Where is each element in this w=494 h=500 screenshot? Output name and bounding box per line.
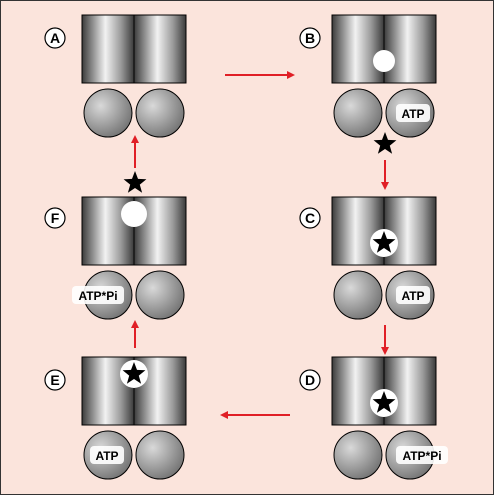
sphere-left: ATP xyxy=(83,430,133,480)
panel-label: C xyxy=(305,210,315,226)
sphere-left xyxy=(83,88,133,138)
star-icon xyxy=(123,171,147,193)
panel-label-badge: B xyxy=(299,27,321,49)
panel-label-badge: D xyxy=(299,369,321,391)
panel-label: E xyxy=(50,372,59,388)
sphere-right: ATP xyxy=(385,270,435,320)
panel-b: B ATP xyxy=(299,14,437,138)
panel-label: F xyxy=(51,210,60,226)
star-icon xyxy=(122,362,146,384)
nucleotide-label: ATP xyxy=(95,449,118,463)
sphere-right xyxy=(135,88,185,138)
white-circle-icon xyxy=(373,50,395,72)
panel-label: A xyxy=(50,30,60,46)
panel-label-badge: F xyxy=(44,207,66,229)
panel-c: C ATP xyxy=(299,196,437,320)
sphere-left xyxy=(333,88,383,138)
cylinder-block xyxy=(81,196,187,266)
cylinder-block xyxy=(81,356,187,426)
panel-e: E ATP xyxy=(44,356,187,480)
sphere-left xyxy=(333,270,383,320)
panel-label: D xyxy=(305,372,315,388)
cylinder-block xyxy=(331,196,437,266)
sphere-right: ATP*Pi xyxy=(385,430,448,480)
cylinder-block xyxy=(331,14,437,84)
sphere-right xyxy=(135,430,185,480)
panel-f: F ATP*Pi xyxy=(44,196,187,320)
star-icon xyxy=(373,132,397,154)
star-icon xyxy=(373,132,397,154)
panel-label-badge: E xyxy=(44,369,66,391)
nucleotide-label: ATP*Pi xyxy=(402,449,441,463)
star-icon xyxy=(372,231,396,253)
panel-label-badge: A xyxy=(44,27,66,49)
cylinder-block xyxy=(331,356,437,426)
nucleotide-label: ATP*Pi xyxy=(78,289,117,303)
panel-label: B xyxy=(305,30,315,46)
sphere-right: ATP xyxy=(385,88,435,138)
panel-d: D ATP*Pi xyxy=(299,356,448,480)
cylinder-block xyxy=(81,14,187,84)
white-circle-icon xyxy=(121,201,147,227)
star-icon xyxy=(123,171,147,193)
panel-label-badge: C xyxy=(299,207,321,229)
sphere-left: ATP*Pi xyxy=(72,270,133,320)
sphere-right xyxy=(135,270,185,320)
nucleotide-label: ATP xyxy=(401,107,424,121)
panel-a: A xyxy=(44,14,187,138)
star-icon xyxy=(372,391,396,413)
nucleotide-label: ATP xyxy=(401,289,424,303)
sphere-left xyxy=(333,430,383,480)
